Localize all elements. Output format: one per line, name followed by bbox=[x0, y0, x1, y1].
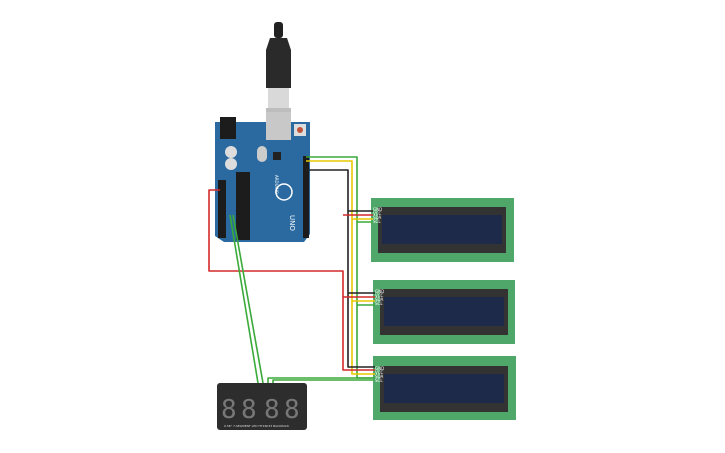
pin-label: VCC bbox=[375, 293, 384, 298]
lcd-screen bbox=[382, 215, 502, 244]
board-name: UNO bbox=[288, 215, 296, 231]
pin-label: SDA bbox=[375, 297, 384, 302]
pin-label: GND bbox=[375, 289, 384, 294]
digit: 8 bbox=[284, 395, 300, 425]
pin-label: GND bbox=[375, 366, 384, 371]
digit: 8 bbox=[264, 395, 280, 425]
pin-label: VCC bbox=[375, 370, 384, 375]
display-label: 0.56" 7-SEGMENT LED HT16K33 BACKPACK bbox=[224, 424, 290, 428]
board-brand: ARDUINO bbox=[274, 175, 279, 194]
pin-label: SDA bbox=[373, 215, 382, 220]
digit: 8 bbox=[241, 395, 257, 425]
pin-label: SDA bbox=[375, 374, 384, 379]
pin-label: SCL bbox=[375, 301, 383, 306]
digit: 8 bbox=[221, 395, 237, 425]
lcd-3[interactable]: GND VCC SDA SCL bbox=[373, 356, 516, 420]
lcd-screen bbox=[384, 374, 504, 403]
pin-label: SCL bbox=[373, 219, 381, 224]
lcd-1[interactable]: GND VCC SDA SCL bbox=[371, 198, 514, 262]
lcd-2[interactable]: GND VCC SDA SCL bbox=[373, 280, 515, 344]
arduino-uno-board[interactable]: UNO ARDUINO bbox=[215, 112, 310, 242]
pin-label: VCC bbox=[373, 211, 382, 216]
pin-label: GND bbox=[373, 207, 382, 212]
pin-label: SCL bbox=[375, 378, 383, 383]
lcd-screen bbox=[384, 297, 504, 326]
wires[interactable] bbox=[208, 156, 375, 384]
seven-segment-display[interactable]: 8 8 8 8 0.56" 7-SEGMENT LED HT16K33 BACK… bbox=[217, 383, 307, 430]
